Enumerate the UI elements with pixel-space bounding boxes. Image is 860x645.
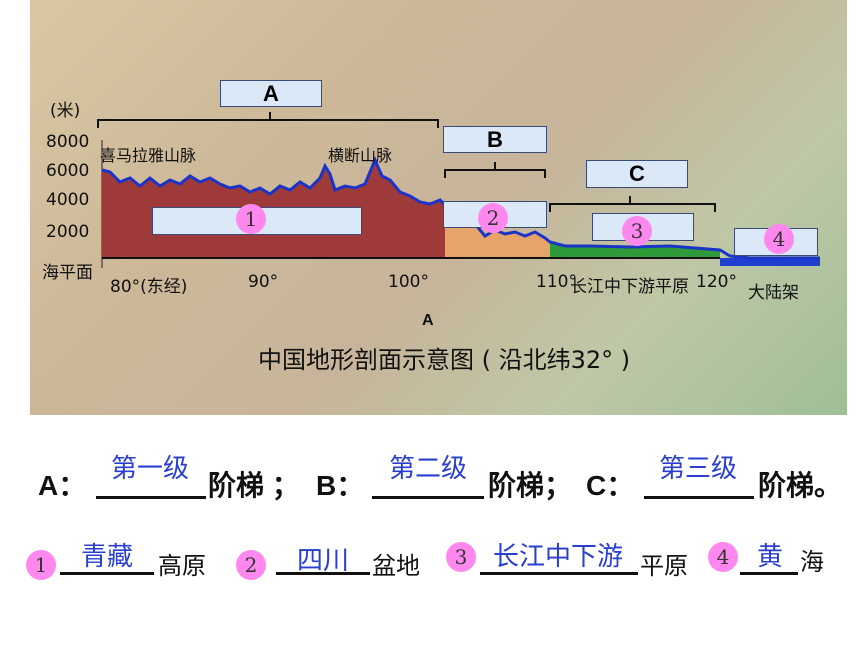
line2-circle-1: 1 bbox=[26, 550, 56, 580]
figure-title: 中国地形剖面示意图 ( 沿北纬32° ) bbox=[258, 346, 631, 374]
blank-1 bbox=[60, 572, 154, 575]
line2-circle-4: 4 bbox=[708, 542, 738, 572]
x-tick-90: 90° bbox=[248, 272, 279, 292]
y-tick-6000: 6000 bbox=[46, 161, 90, 181]
x-tick-shelf: 大陆架 bbox=[748, 283, 799, 303]
unit-label: (米) bbox=[50, 101, 81, 121]
blank-3 bbox=[480, 572, 638, 575]
circle-2: 2 bbox=[478, 203, 508, 233]
y-tick-8000: 8000 bbox=[46, 132, 90, 152]
c-blank bbox=[644, 496, 754, 499]
a-suffix: 阶梯 ； bbox=[208, 470, 300, 501]
blank-2 bbox=[276, 572, 370, 575]
terrain-outline bbox=[101, 156, 820, 260]
y-tick-4000: 4000 bbox=[46, 190, 90, 210]
suffix-4: 海 bbox=[800, 548, 824, 576]
circle-1: 1 bbox=[236, 204, 266, 234]
y-tick-sea-level: 海平面 bbox=[42, 263, 93, 283]
sea-strip bbox=[720, 258, 820, 266]
answer-line-2: 1 青藏 高原 2 四川 盆地 3 长江中下游 平原 4 黄 海 bbox=[0, 530, 860, 590]
x-tick-plain-label: 长江中下游平原 bbox=[570, 277, 689, 297]
line2-circle-2: 2 bbox=[236, 550, 266, 580]
a-answer: 第一级 bbox=[110, 454, 189, 484]
profile-figure: (米) 8000 6000 4000 2000 海平面 80°(东经) 90° … bbox=[30, 0, 847, 415]
b-blank bbox=[372, 496, 484, 499]
brace-c bbox=[549, 196, 716, 212]
box-b: B bbox=[443, 126, 547, 153]
circle-3: 3 bbox=[622, 216, 652, 246]
box-c: C bbox=[586, 160, 688, 188]
x-tick-80: 80°(东经) bbox=[110, 277, 188, 297]
x-tick-100: 100° bbox=[388, 272, 429, 292]
blank-4 bbox=[740, 572, 798, 575]
plain-fill bbox=[550, 242, 720, 258]
b-prefix: B： bbox=[316, 470, 365, 501]
suffix-2: 盆地 bbox=[372, 552, 420, 580]
suffix-1: 高原 bbox=[158, 552, 206, 580]
suffix-3: 平原 bbox=[640, 552, 688, 580]
c-prefix: C： bbox=[586, 470, 635, 501]
box-b-label: B bbox=[487, 127, 503, 152]
c-suffix: 阶梯。 bbox=[758, 470, 843, 501]
a-blank bbox=[96, 496, 206, 499]
y-tick-2000: 2000 bbox=[46, 222, 90, 242]
brace-a bbox=[97, 112, 439, 128]
circle-4: 4 bbox=[764, 224, 794, 254]
x-tick-120: 120° bbox=[696, 272, 737, 292]
small-a-label: A bbox=[422, 312, 434, 329]
x-tick-110: 110° bbox=[536, 272, 577, 292]
box-c-label: C bbox=[629, 161, 645, 186]
label-hengduan: 横断山脉 bbox=[328, 146, 393, 165]
answer-3: 长江中下游 bbox=[492, 542, 623, 572]
answer-line-1: A： 第一级 阶梯 ； B： 第二级 阶梯； C： 第三级 阶梯。 bbox=[0, 448, 860, 508]
answer-4: 黄 bbox=[756, 542, 783, 572]
answer-1: 青藏 bbox=[80, 542, 133, 572]
b-answer: 第二级 bbox=[388, 454, 467, 484]
answer-2: 四川 bbox=[296, 546, 349, 576]
label-himalaya: 喜马拉雅山脉 bbox=[100, 146, 197, 165]
brace-b bbox=[444, 162, 546, 178]
a-prefix: A： bbox=[38, 470, 87, 501]
c-answer: 第三级 bbox=[658, 454, 737, 484]
box-a-label: A bbox=[263, 81, 279, 106]
box-a: A bbox=[220, 80, 322, 107]
b-suffix: 阶梯； bbox=[488, 470, 573, 501]
line2-circle-3: 3 bbox=[446, 542, 476, 572]
